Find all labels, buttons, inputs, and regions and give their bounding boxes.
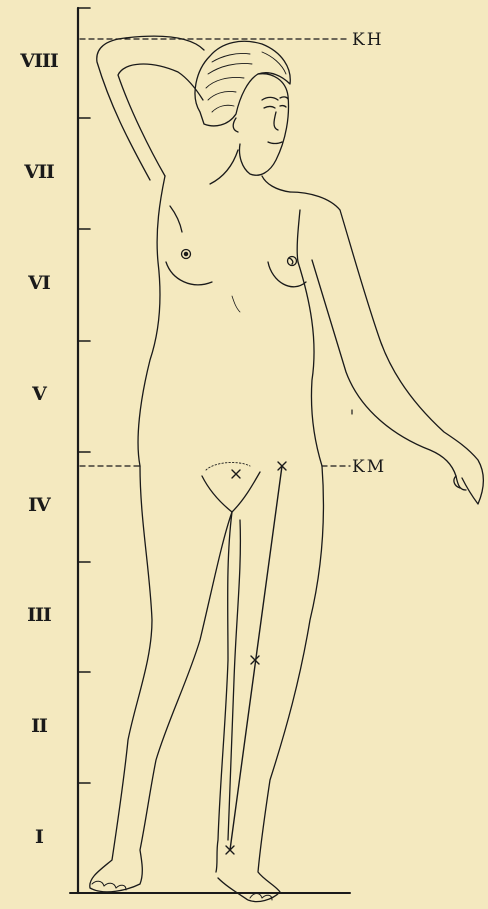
neck-right: [262, 176, 290, 192]
breast-right: [268, 262, 306, 287]
scale-label-1: I: [14, 826, 64, 848]
armpit-right: [297, 210, 300, 262]
raised-arm-outer: [97, 36, 204, 180]
kh-label: KH: [352, 30, 384, 50]
mouth: [268, 142, 282, 144]
torso-left: [138, 176, 165, 466]
raised-arm-inner: [118, 64, 203, 176]
pubic-hair: [206, 463, 250, 470]
scale-label-8: VIII: [14, 50, 64, 72]
leg-measure-line: [230, 466, 282, 850]
scale-label-5: V: [14, 383, 64, 405]
scale-ticks: [78, 8, 90, 783]
nose: [274, 112, 278, 130]
scale-label-2: II: [14, 715, 64, 737]
breast-left: [166, 262, 212, 285]
leg-left-inner: [216, 512, 232, 872]
km-label: KM: [352, 457, 386, 477]
extended-arm-inner: [312, 260, 466, 490]
neck-left: [210, 150, 238, 184]
sternum-mark: [232, 296, 240, 312]
ear: [233, 118, 238, 132]
scale-label-6: VI: [14, 272, 64, 294]
pubic-triangle: [202, 472, 260, 512]
scale-label-4: IV: [14, 494, 64, 516]
eye-left: [264, 107, 275, 109]
eyebrow-right: [280, 97, 288, 99]
eye-right: [280, 106, 286, 107]
shoulder-right: [290, 192, 340, 210]
armpit-left: [170, 206, 182, 232]
torso-right: [298, 262, 322, 466]
face-outline: [239, 74, 288, 176]
scale-label-7: VII: [14, 161, 64, 183]
eyebrow-left: [262, 97, 278, 100]
scale-label-3: III: [14, 604, 64, 626]
hair-strokes: [206, 52, 286, 112]
leg-left-outer: [90, 466, 232, 892]
